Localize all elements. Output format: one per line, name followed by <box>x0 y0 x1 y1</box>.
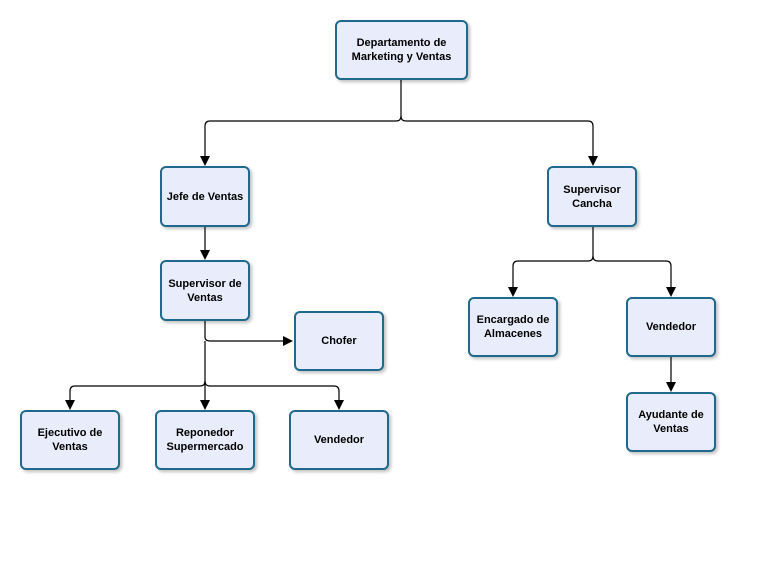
node-chofer: Chofer <box>294 311 384 371</box>
node-label: Vendedor <box>645 321 697 333</box>
node-label: Ayudante de Ventas <box>638 409 704 435</box>
connector-supventas-vendedor <box>204 380 344 410</box>
connector-supcancha-encargado <box>508 227 594 297</box>
node-label: Departamento de Marketing y Ventas <box>351 37 452 63</box>
connector-dept-jefe <box>200 80 402 166</box>
node-label: Jefe de Ventas <box>166 190 244 203</box>
node-supervisor-de-ventas: Supervisor de Ventas <box>160 260 250 321</box>
node-ayudante-de-ventas: Ayudante de Ventas <box>626 392 716 452</box>
node-encargado-de-almacenes: Encargado de Almacenes <box>468 297 558 357</box>
node-label: Supervisor Cancha <box>563 183 621 210</box>
node-reponedor-supermercado: Reponedor Supermercado <box>155 410 255 470</box>
node-label: Vendedor <box>313 434 365 446</box>
node-vendedor-right: Vendedor <box>626 297 716 357</box>
node-supervisor-cancha: Supervisor Cancha <box>547 166 637 227</box>
node-label: Ejecutivo de Ventas <box>37 427 103 453</box>
node-jefe-de-ventas: Jefe de Ventas <box>160 166 250 227</box>
node-label: Encargado de Almacenes <box>476 314 550 340</box>
node-ejecutivo-de-ventas: Ejecutivo de Ventas <box>20 410 120 470</box>
node-label: Supervisor de Ventas <box>168 277 242 304</box>
node-departamento-marketing-ventas: Departamento de Marketing y Ventas <box>335 20 468 80</box>
node-vendedor-left: Vendedor <box>289 410 389 470</box>
node-label: Chofer <box>321 335 357 347</box>
connector-supcancha-vendedor <box>592 255 676 297</box>
connector-supventas-ejecutivo <box>65 341 206 410</box>
node-label: Reponedor Supermercado <box>166 427 244 453</box>
connector-supventas-chofer <box>204 321 293 346</box>
connector-dept-supcancha <box>400 115 598 166</box>
